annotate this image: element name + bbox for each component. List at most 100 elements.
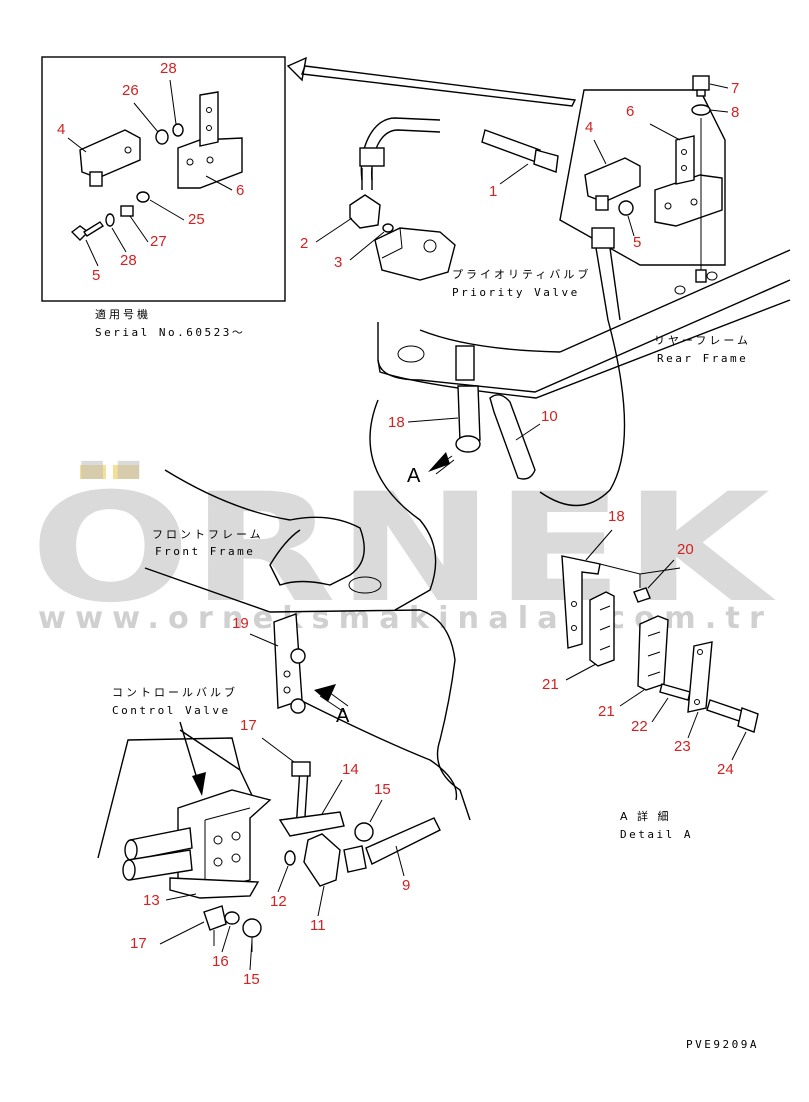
oring-3 bbox=[382, 223, 394, 233]
washer-8 bbox=[691, 104, 711, 116]
callout-13: 13 bbox=[143, 892, 160, 909]
plate-23 bbox=[687, 641, 713, 713]
rear-frame-label-jp: リヤーフレーム bbox=[654, 334, 751, 347]
clamp-18-installed: 18 10 bbox=[388, 345, 558, 480]
bolt-5-shank bbox=[82, 221, 105, 237]
fitting-4b bbox=[584, 157, 641, 203]
detail-label-jp: A 詳 細 bbox=[620, 809, 672, 823]
view-a-label: A bbox=[407, 465, 421, 487]
hose-1-fitting bbox=[359, 147, 385, 167]
view-a-label-2: A bbox=[336, 705, 350, 727]
control-valve-group: 17 14 15 9 11 12 13 17 16 15 bbox=[97, 717, 441, 988]
washer-25 bbox=[136, 191, 150, 203]
callout-5b: 5 bbox=[633, 234, 641, 251]
priority-valve-group: 1 2 3 bbox=[300, 117, 559, 281]
watermark-accent-right bbox=[113, 465, 139, 479]
bolt-5b bbox=[618, 200, 634, 216]
bolt-24-head bbox=[737, 707, 759, 733]
callout-17: 17 bbox=[240, 717, 257, 734]
callout-2: 2 bbox=[300, 235, 308, 252]
callout-19: 19 bbox=[232, 615, 249, 632]
bolt-15b bbox=[242, 918, 262, 938]
inset-frame bbox=[41, 56, 286, 302]
hose-9-nut bbox=[343, 845, 367, 873]
callout-21b: 21 bbox=[598, 703, 615, 720]
drawing-code: PVE9209A bbox=[686, 1038, 759, 1051]
bolt-7-shank bbox=[696, 89, 706, 97]
rear-frame bbox=[377, 249, 791, 507]
bolt-17 bbox=[291, 761, 311, 777]
serial-label-en: Serial No.60523～ bbox=[95, 326, 245, 339]
priority-label-jp: プライオリティバルブ bbox=[452, 267, 591, 281]
callout-7: 7 bbox=[731, 80, 739, 97]
callout-15b: 15 bbox=[243, 971, 260, 988]
callout-8: 8 bbox=[731, 104, 739, 121]
cv-frame-outline bbox=[97, 737, 259, 859]
rear-frame-label-en: Rear Frame bbox=[657, 352, 748, 365]
spacer-27 bbox=[120, 205, 134, 217]
front-frame-outline bbox=[164, 469, 365, 586]
priority-label-en: Priority Valve bbox=[452, 286, 580, 299]
callout-15: 15 bbox=[374, 781, 391, 798]
clamp-18-body bbox=[457, 385, 481, 443]
callout-21a: 21 bbox=[542, 676, 559, 693]
washer-28 bbox=[172, 123, 184, 137]
callout-14: 14 bbox=[342, 761, 359, 778]
callout-28: 28 bbox=[160, 60, 177, 77]
callout-12: 12 bbox=[270, 893, 287, 910]
callout-18b: 18 bbox=[608, 508, 625, 525]
callout-22: 22 bbox=[631, 718, 648, 735]
view-a-arrow-upper: A bbox=[407, 452, 455, 487]
callout-27: 27 bbox=[150, 233, 167, 250]
callout-10: 10 bbox=[541, 408, 558, 425]
serial-inset: 28 26 4 6 25 27 28 5 bbox=[41, 56, 286, 302]
bolt-7-head bbox=[692, 75, 710, 91]
elbow-2 bbox=[349, 194, 381, 229]
bracket-13 bbox=[169, 877, 260, 899]
callout-28b: 28 bbox=[120, 252, 137, 269]
fitting-4b-nut bbox=[595, 195, 609, 211]
callout-23: 23 bbox=[674, 738, 691, 755]
callout-6b: 6 bbox=[626, 103, 634, 120]
callout-1: 1 bbox=[489, 183, 497, 200]
watermark: ÖRNEK www.orneksmakinalar.com.tr bbox=[30, 460, 776, 636]
callout-17b: 17 bbox=[130, 935, 147, 952]
front-frame-label-jp: フロントフレーム bbox=[152, 528, 264, 541]
washer-16 bbox=[224, 911, 240, 925]
front-frame-label-en: Front Frame bbox=[155, 545, 255, 558]
bolt-15 bbox=[354, 822, 374, 842]
control-valve-label-en: Control Valve bbox=[112, 704, 231, 717]
hose-down-fitting bbox=[591, 227, 615, 249]
callout-4: 4 bbox=[57, 121, 65, 138]
callout-6: 6 bbox=[236, 182, 244, 199]
clamp-18-plate bbox=[455, 345, 475, 381]
watermark-brand: ÖRNEK bbox=[30, 460, 776, 636]
clamp-19-installed: 19 bbox=[232, 613, 306, 714]
reference-arrow bbox=[301, 65, 577, 107]
hose-1-end bbox=[481, 129, 541, 163]
clamp-21b bbox=[637, 615, 669, 691]
view-a-arrow-lower: A bbox=[314, 684, 350, 727]
callout-26: 26 bbox=[122, 82, 139, 99]
top-right-detail: 7 8 6 4 5 bbox=[559, 75, 739, 321]
bolt-20 bbox=[633, 587, 651, 603]
watermark-accent-left bbox=[80, 465, 106, 479]
serial-label-jp: 適用号機 bbox=[95, 307, 151, 321]
control-valve-label-jp: コントロールバルブ bbox=[112, 685, 238, 699]
elbow-11 bbox=[303, 833, 341, 887]
priority-valve-body bbox=[374, 227, 456, 281]
hose-10-run bbox=[539, 319, 626, 507]
callout-25: 25 bbox=[188, 211, 205, 228]
hose-10 bbox=[489, 394, 536, 480]
callout-16: 16 bbox=[212, 953, 229, 970]
spacer-22 bbox=[659, 683, 691, 701]
callout-9: 9 bbox=[402, 877, 410, 894]
fitting-4 bbox=[79, 129, 141, 179]
washer-26 bbox=[155, 129, 169, 145]
callout-20: 20 bbox=[677, 541, 694, 558]
bracket-6b-upright bbox=[675, 135, 695, 185]
oring-12 bbox=[284, 850, 296, 866]
callout-11: 11 bbox=[310, 917, 326, 934]
callout-18: 18 bbox=[388, 414, 405, 431]
